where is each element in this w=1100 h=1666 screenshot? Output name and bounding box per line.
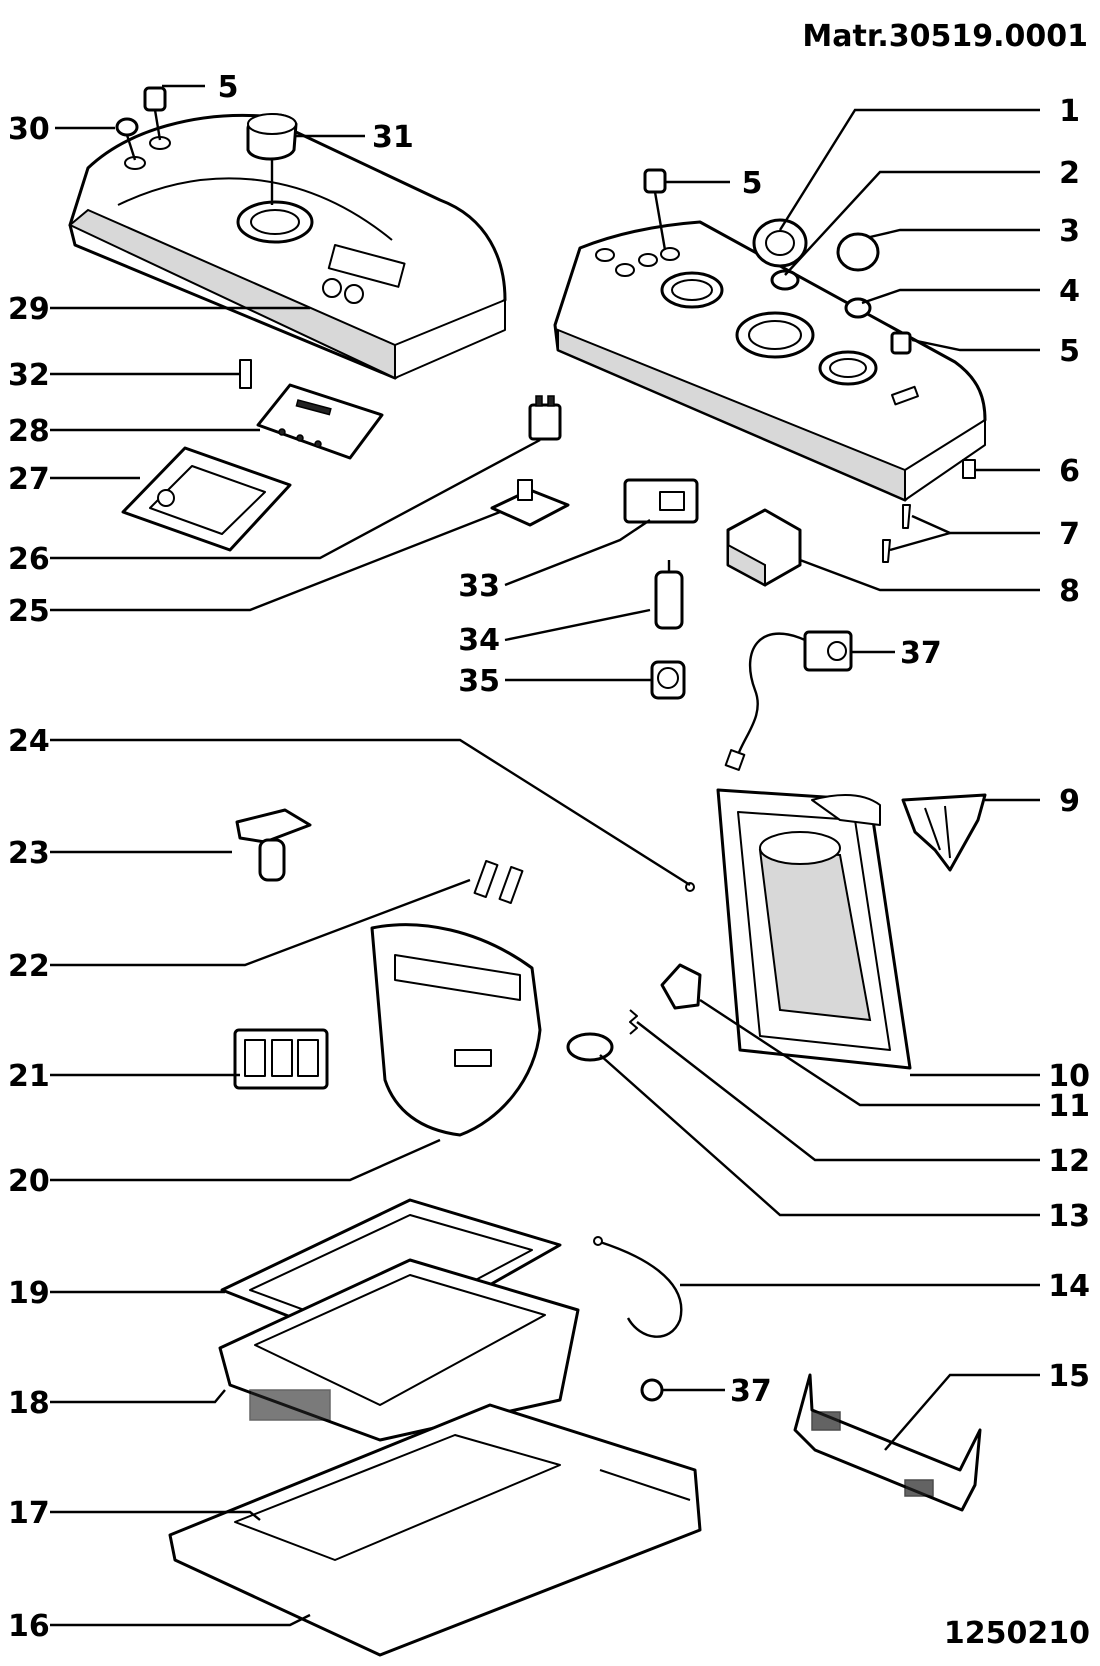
callout-19: 19 [8,1276,50,1311]
part-1-knob [752,218,808,268]
callout-18: 18 [8,1386,50,1421]
part-10-door-frame [716,788,912,1070]
callout-2: 2 [1059,156,1080,191]
part-20-detergent-dispenser [370,923,542,1137]
part-27-board-holder-frame [121,446,292,552]
drawing-number: 1250210 [944,1616,1090,1651]
part-3-knob [836,232,880,272]
part-26-connector [528,395,562,441]
part-30-small-knob [115,117,139,161]
part-32-spacer [239,359,252,389]
part-5-knob-cap-right-top [643,168,667,251]
callout-26: 26 [8,542,50,577]
callout-23: 23 [8,836,50,871]
callout-30: 30 [8,112,50,147]
callout-24: 24 [8,724,50,759]
callout-5-right-top: 5 [742,166,763,201]
callout-12: 12 [1048,1144,1090,1179]
callout-13: 13 [1048,1199,1090,1234]
part-5-knob-cap-left [143,86,167,141]
callout-31: 31 [372,120,414,155]
callout-8: 8 [1059,574,1080,609]
part-7-pins [882,504,911,563]
callout-22: 22 [8,949,50,984]
callout-33: 33 [458,569,500,604]
callout-11: 11 [1048,1089,1090,1124]
part-25-switch [490,479,570,527]
part-34-capacitor [654,560,684,630]
part-12-spring [629,1009,638,1035]
part-9-hinge-bracket [901,793,987,872]
callout-16: 16 [8,1609,50,1644]
part-5-knob-cap-right-side [890,331,912,355]
callout-4: 4 [1059,274,1080,309]
callout-7: 7 [1059,517,1080,552]
callout-6: 6 [1059,454,1080,489]
leader-lines [50,84,1040,1627]
part-8-programmer-block [726,508,802,587]
callout-29: 29 [8,292,50,327]
part-13-button [566,1032,614,1062]
part-23-handle [235,808,312,882]
part-2-knob-ring [770,269,800,291]
callout-27: 27 [8,462,50,497]
callout-20: 20 [8,1164,50,1199]
callout-21: 21 [8,1059,50,1094]
part-28-circuit-board [256,383,384,460]
callout-1: 1 [1059,94,1080,129]
callout-25: 25 [8,594,50,629]
part-35-pump [650,660,686,700]
callout-32: 32 [8,358,50,393]
callout-17: 17 [8,1496,50,1531]
callout-15: 15 [1048,1359,1090,1394]
callout-3: 3 [1059,214,1080,249]
part-14-cable-tie [593,1236,683,1338]
part-6-clip [962,459,976,479]
part-18-tub-top [218,1258,580,1442]
part-37-sensor-with-cable [724,630,853,771]
part-29-control-panel-cover-left [68,113,507,380]
callout-14: 14 [1048,1269,1090,1304]
callout-labels: 1 2 3 4 5 5 5 6 7 8 9 10 11 12 13 14 15 … [8,70,1090,1644]
callout-34: 34 [458,623,500,658]
callout-37-sensor: 37 [900,636,942,671]
part-33-relay [623,478,699,524]
part-11-latch [660,963,702,1010]
part-17-base-frame [168,1403,702,1657]
part-37-nut [640,1378,664,1402]
callout-5-right-side: 5 [1059,334,1080,369]
part-15-rear-bracket [793,1373,982,1512]
callout-9: 9 [1059,784,1080,819]
callout-37-nut: 37 [730,1374,772,1409]
callout-28: 28 [8,414,50,449]
part-31-large-knob [246,113,298,205]
material-number: Matr.30519.0001 [802,19,1088,54]
callout-35: 35 [458,664,500,699]
part-22-clips [473,859,524,905]
callout-10: 10 [1048,1059,1090,1094]
part-21-terminal-block [233,1028,329,1090]
part-control-panel-cover-right [553,220,987,502]
callout-5-left: 5 [218,70,239,105]
